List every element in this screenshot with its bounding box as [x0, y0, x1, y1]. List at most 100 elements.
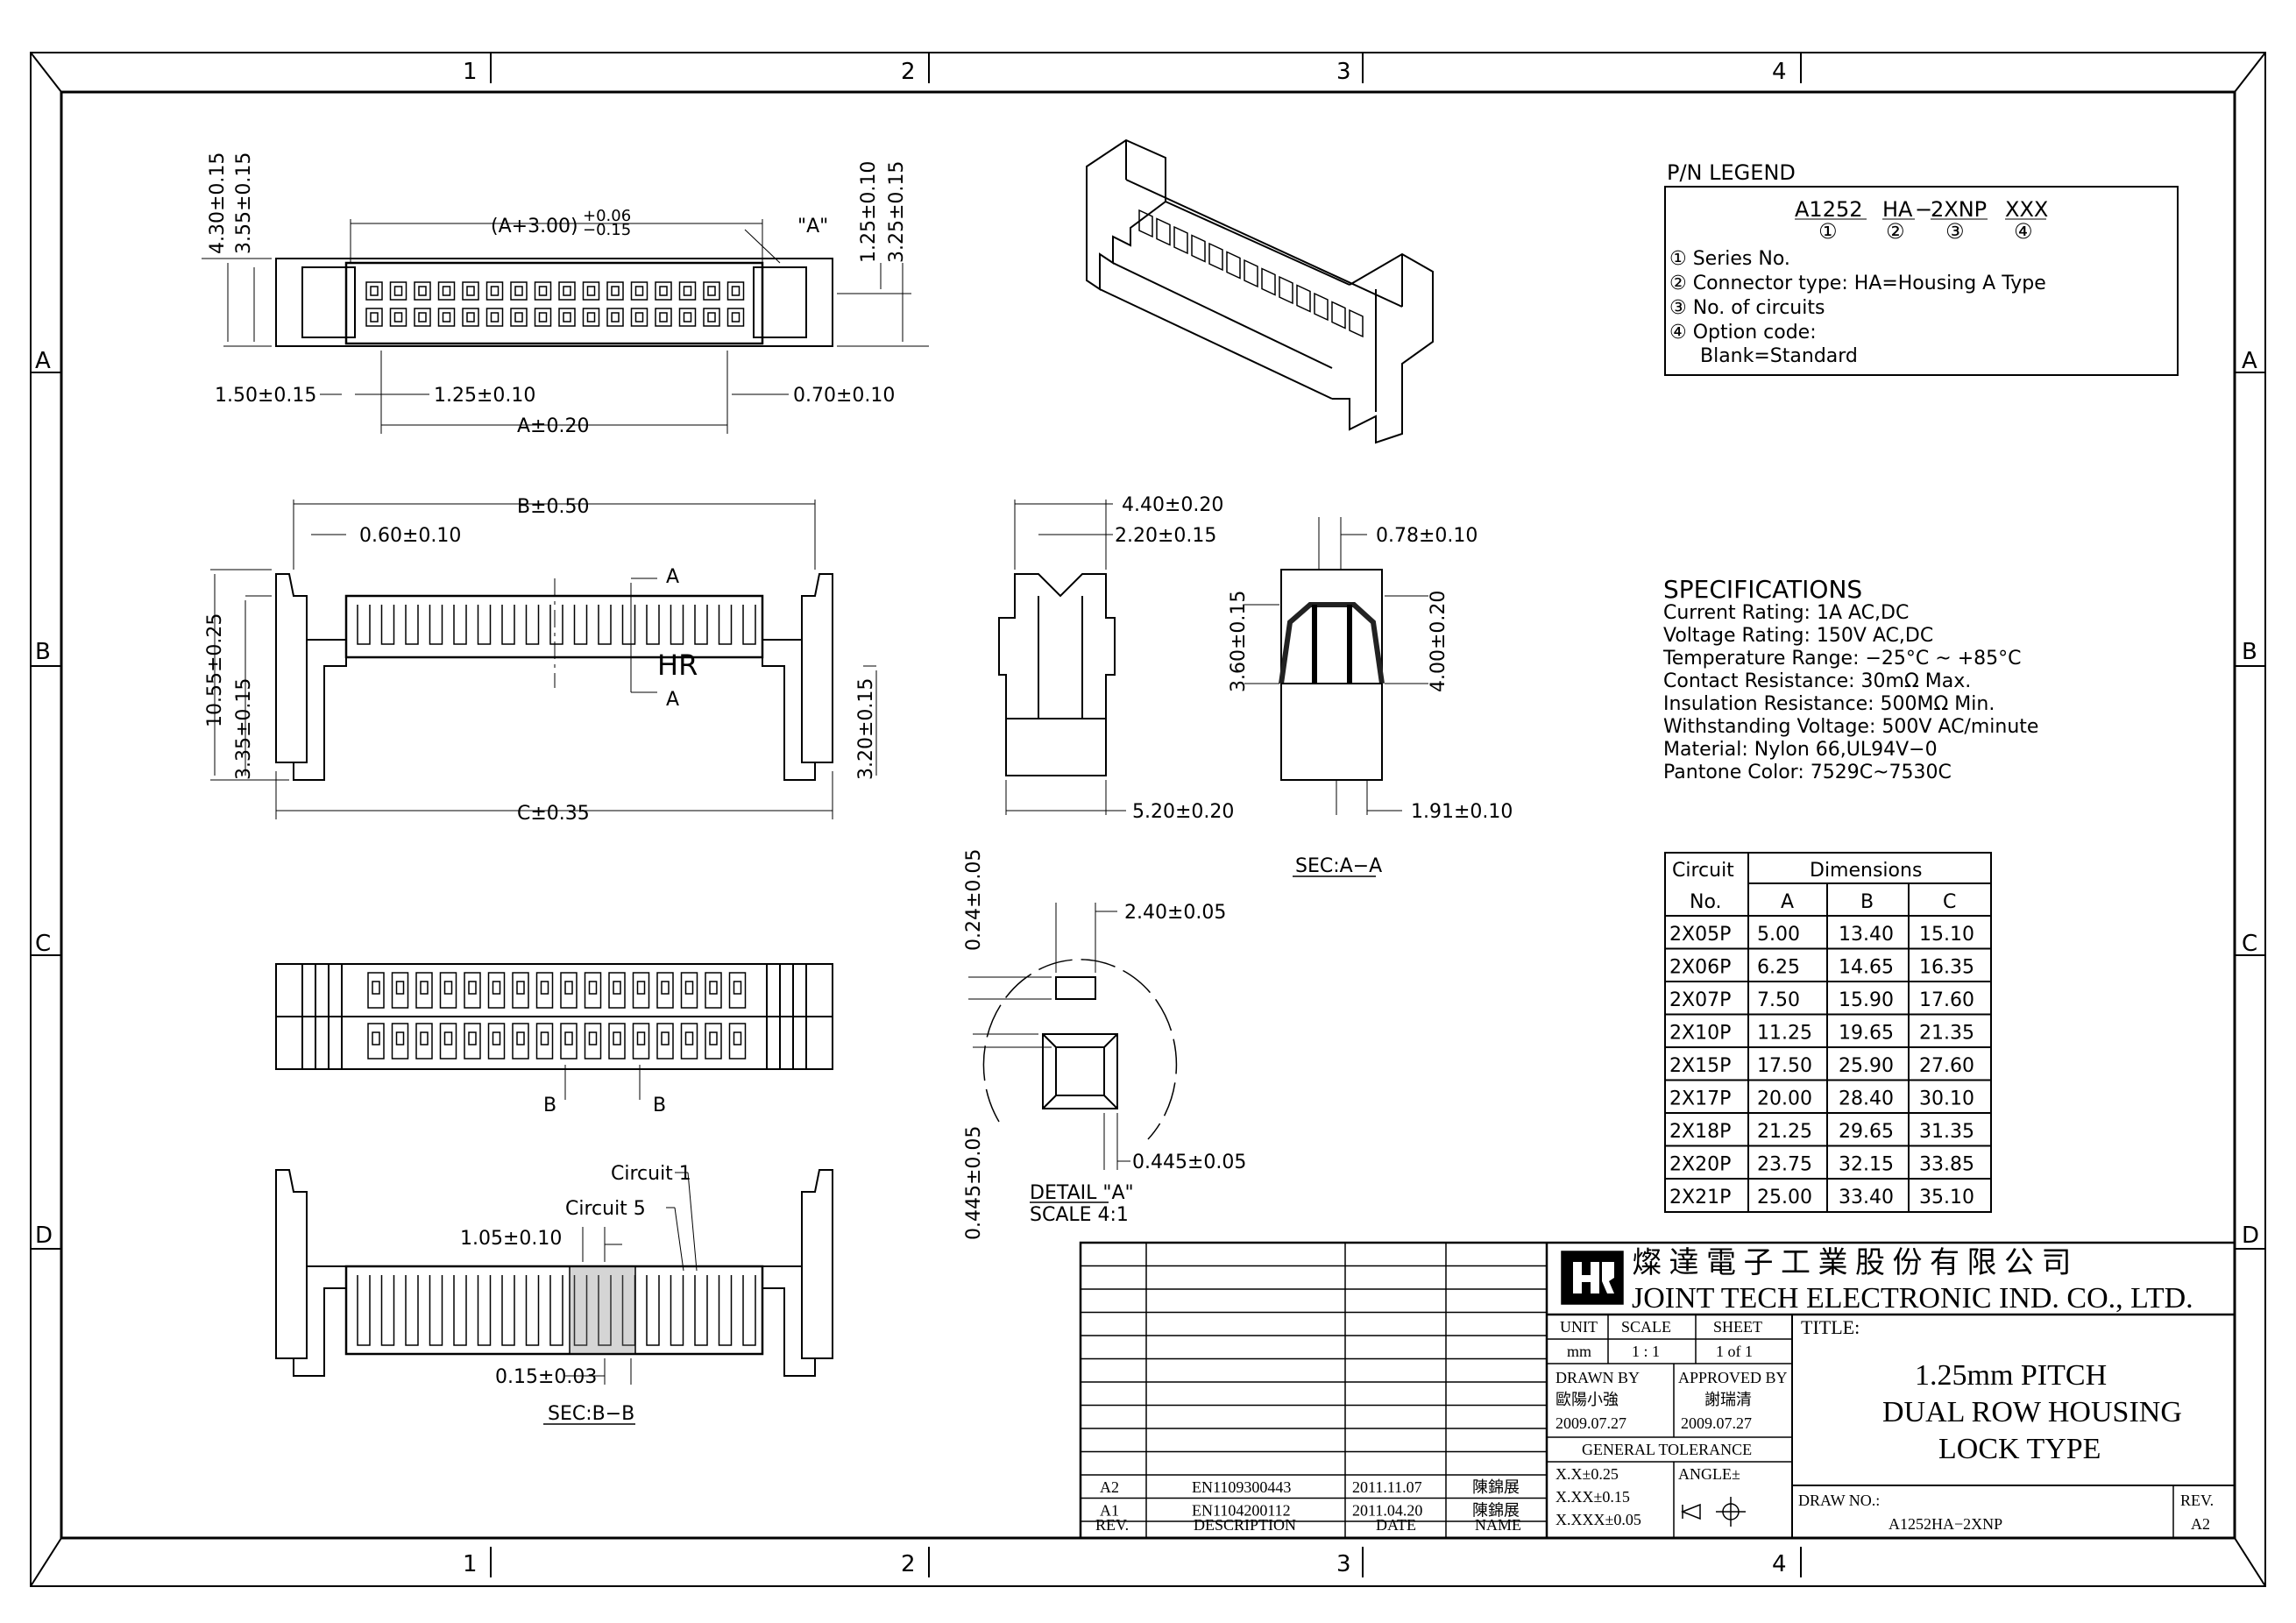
sec-aa-dim-d3: 4.00±0.20 [1428, 591, 1449, 692]
cavity [485, 308, 504, 327]
table-cell-value: 5.00 [1757, 924, 1800, 946]
sheet-value: 1 of 1 [1716, 1343, 1753, 1360]
pin-section [405, 1275, 419, 1346]
title-block [1079, 1241, 2236, 1540]
table-cell-circuit: 2X07P [1669, 989, 1731, 1011]
rev-header-desc: DESCRIPTION [1194, 1516, 1296, 1534]
contact [563, 286, 571, 296]
rev-label: REV. [2180, 1492, 2214, 1509]
top-dim-b1: 1.50±0.15 [215, 385, 316, 407]
top-dim-width-minus: −0.15 [583, 221, 631, 239]
contact [393, 312, 403, 322]
contact [468, 981, 477, 995]
contact [613, 981, 621, 995]
pn-part-sep: − [1915, 197, 1932, 222]
cavity [726, 308, 745, 327]
pin-profile [549, 605, 563, 645]
cavity [534, 281, 552, 301]
pn-num-2: ② [1886, 219, 1905, 244]
pin-profile [718, 605, 733, 645]
contact [586, 286, 596, 296]
pn-num-3: ③ [1945, 219, 1965, 244]
table-cell-value: 19.65 [1839, 1023, 1894, 1045]
zone-col-4-bottom: 4 [1772, 1551, 1787, 1577]
cavity [535, 972, 554, 1009]
iso-slot [1208, 242, 1223, 272]
cavity [485, 281, 504, 301]
front-dim-h2: 3.35±0.15 [233, 678, 255, 780]
table-cell-value: 21.25 [1757, 1121, 1812, 1143]
cavity [389, 281, 407, 301]
pin-profile [453, 605, 467, 645]
table-cell-value: 11.25 [1757, 1023, 1812, 1045]
contact [707, 312, 716, 322]
iso-slot [1314, 292, 1329, 322]
contact [634, 286, 644, 296]
spec-line-2: Voltage Rating: 150V AC,DC [1663, 625, 1933, 647]
top-dim-h1: 4.30±0.15 [207, 152, 229, 254]
pin-section [501, 1275, 515, 1346]
contact [611, 286, 620, 296]
contact [684, 981, 694, 995]
general-tolerance-label: GENERAL TOLERANCE [1582, 1441, 1752, 1458]
table-cell-value: 25.00 [1757, 1187, 1812, 1208]
cavity [656, 972, 674, 1009]
sec-aa-label: SEC:A−A [1295, 855, 1382, 877]
cavity [437, 281, 456, 301]
zone-row-c-right: C [2242, 931, 2257, 957]
iso-slot [1279, 275, 1293, 305]
contact [393, 286, 403, 296]
contact [538, 312, 548, 322]
angle-label: ANGLE± [1678, 1465, 1740, 1483]
tol-2: X.XX±0.15 [1555, 1488, 1630, 1506]
contact [442, 312, 451, 322]
cavity [705, 972, 722, 1009]
spec-line-8: Pantone Color: 7529C~7530C [1663, 762, 1952, 783]
cavity [608, 1023, 626, 1060]
contact [538, 286, 548, 296]
table-cell-circuit: 2X10P [1669, 1023, 1731, 1045]
table-cell-circuit: 2X06P [1669, 957, 1731, 979]
drawn-by-label: DRAWN BY [1555, 1369, 1640, 1386]
contact [588, 1031, 598, 1045]
rev-header-date: DATE [1376, 1516, 1416, 1534]
cavity [414, 308, 431, 327]
cavity [560, 1023, 578, 1060]
side-dim-d1: 4.40±0.20 [1122, 494, 1223, 516]
table-cell-value: 31.35 [1919, 1121, 1974, 1143]
table-cell-value: 32.15 [1839, 1154, 1894, 1176]
cavity [534, 308, 552, 327]
contact [443, 1031, 453, 1045]
cavity [703, 281, 720, 301]
scale-label: SCALE [1621, 1318, 1671, 1336]
cavity [558, 308, 576, 327]
contact [731, 286, 741, 296]
cavity [487, 972, 506, 1009]
spec-line-5: Insulation Resistance: 500MΩ Min. [1663, 693, 1995, 715]
pin-profile [646, 605, 660, 645]
pin-section [598, 1275, 612, 1346]
detail-a-dim-d3: 0.445±0.05 [963, 1126, 985, 1240]
contact [636, 981, 646, 995]
iso-slot [1349, 308, 1364, 338]
pin-section [694, 1275, 708, 1346]
table-cell-circuit: 2X18P [1669, 1121, 1731, 1143]
pin-section [718, 1275, 733, 1346]
table-cell-value: 15.90 [1839, 989, 1894, 1011]
dimension-table [1664, 852, 1992, 1213]
iso-slot [1191, 234, 1206, 263]
cavity [367, 972, 385, 1009]
section-b-b [275, 1169, 833, 1425]
cavity [510, 308, 528, 327]
table-header-dimensions: Dimensions [1810, 860, 1922, 882]
specifications: SPECIFICATIONS Current Rating: 1A AC,DC … [1662, 575, 2038, 783]
contact [372, 981, 380, 995]
contact [563, 312, 571, 322]
pin-section [453, 1275, 467, 1346]
table-cell-value: 33.40 [1839, 1187, 1894, 1208]
iso-slot [1226, 251, 1241, 280]
pn-line-4: ④ Option code: [1669, 322, 1817, 344]
contact [707, 286, 716, 296]
contact [514, 286, 523, 296]
rev-cell: 陳錦展 [1472, 1478, 1520, 1496]
